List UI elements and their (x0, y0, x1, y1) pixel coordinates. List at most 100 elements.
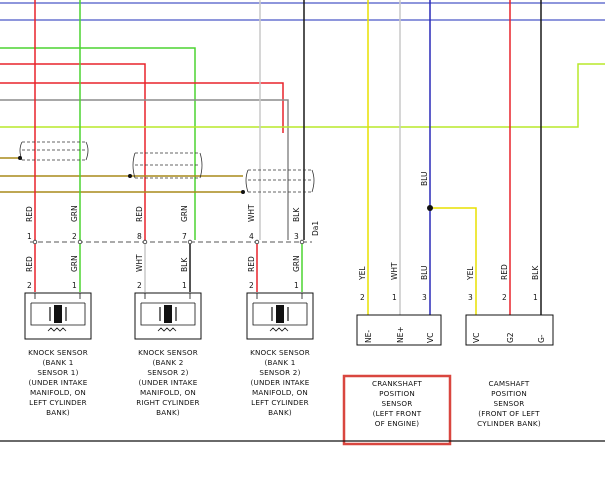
sensor-caption-line: (UNDER INTAKE (251, 378, 310, 387)
wire-color-label: RED (135, 206, 144, 222)
wire-color-label: RED (247, 256, 256, 272)
piezo-element-icon (164, 305, 172, 323)
wire-color-label: BLK (292, 207, 301, 222)
sensor-caption-line: (LEFT FRONT (373, 409, 422, 418)
pin-number: 2 (502, 293, 507, 302)
terminal-label: G- (537, 334, 546, 343)
connector-pin (77, 239, 83, 245)
sensor-caption-line: MANIFOLD, ON (252, 388, 308, 397)
shield-symbol-2 (132, 152, 203, 179)
pin-number: 3 (422, 293, 427, 302)
pin-number: 1 (294, 281, 299, 290)
sensor-caption-line: (BANK 1 (265, 358, 296, 367)
connector-pin (187, 239, 193, 245)
pin-number: 1 (27, 232, 32, 241)
red-wire-long (0, 82, 284, 133)
red-wire-ks2 (0, 63, 146, 240)
shield-symbol-3 (245, 169, 315, 193)
wire-color-label: BLK (531, 265, 540, 280)
wire-color-label: GRN (292, 255, 301, 272)
wire-color-label: RED (25, 256, 34, 272)
sensor-internal-lines (252, 293, 308, 326)
sensor-caption-line: (BANK 2 (153, 358, 184, 367)
capacitor-plates-icon (49, 307, 67, 321)
connector-pin (142, 239, 148, 245)
pin-number: 8 (137, 232, 142, 241)
cam-top-blu-label: BLU (420, 172, 429, 186)
wire-color-label: WHT (247, 204, 256, 222)
wire-color-label: BLU (420, 266, 429, 280)
resistor-icon (157, 327, 177, 332)
piezo-element-icon (54, 305, 62, 323)
sensor-caption-line: SENSOR (494, 399, 525, 408)
sensor-caption-line: MANIFOLD, ON (140, 388, 196, 397)
pin-number: 3 (468, 293, 473, 302)
wire-color-label: YEL (466, 266, 475, 281)
terminal-label: NE- (364, 330, 373, 343)
pin-number: 1 (182, 281, 187, 290)
pin-number: 2 (360, 293, 365, 302)
sensor-caption-line: LEFT CYLINDER (251, 398, 309, 407)
cam-yellow-wire (430, 207, 477, 315)
connector-pin (299, 239, 305, 245)
sensor-internal-lines (140, 293, 196, 326)
resistor-icon (269, 327, 289, 332)
pin-number: 1 (533, 293, 538, 302)
lime-wire (0, 63, 605, 128)
splice-dot (427, 205, 433, 211)
sensor-caption-line: MANIFOLD, ON (30, 388, 86, 397)
wire-color-label: RED (25, 206, 34, 222)
wire-color-label: GRN (180, 205, 189, 222)
sensor-caption-line: RIGHT CYLINDER (136, 398, 199, 407)
gray-wire (0, 99, 289, 240)
connector-pin (32, 239, 38, 245)
shield-ground-dot-3 (241, 190, 245, 194)
highlight-box (342, 374, 452, 446)
sensor-caption-line: SENSOR (382, 399, 413, 408)
sensor-internal-lines (30, 293, 86, 326)
capacitor-plates-icon (159, 307, 177, 321)
pin-number: 2 (249, 281, 254, 290)
terminal-label: VC (472, 333, 481, 343)
wire-color-label: GRN (70, 205, 79, 222)
shield-ground-dot-2 (128, 174, 132, 178)
sensor-caption-line: (UNDER INTAKE (29, 378, 88, 387)
pin-number: 3 (294, 232, 299, 241)
shield-symbol-1 (19, 141, 89, 161)
connector-label: Da1 (311, 221, 320, 236)
sensor-caption-line: POSITION (491, 389, 527, 398)
sensor-caption-line: CYLINDER BANK) (477, 419, 541, 428)
sensor-caption-line: SENSOR 2) (259, 368, 300, 377)
pin-number: 1 (392, 293, 397, 302)
sensor-caption-line: BANK) (268, 408, 292, 417)
wire-color-label: WHT (135, 254, 144, 272)
sensor-caption-line: SENSOR 1) (37, 368, 78, 377)
sensor-caption-line: (BANK 1 (43, 358, 74, 367)
sensor-body (356, 314, 442, 346)
sensor-caption-line: CAMSHAFT (488, 379, 529, 388)
wire-color-label: GRN (70, 255, 79, 272)
wire-color-label: BLK (180, 257, 189, 272)
sensor-body (465, 314, 554, 346)
sensor-caption-line: KNOCK SENSOR (250, 348, 310, 357)
wire-color-label: YEL (358, 266, 367, 281)
sensor-caption-line: BANK) (46, 408, 70, 417)
capacitor-plates-icon (271, 307, 289, 321)
terminal-label: VC (426, 333, 435, 343)
pin-number: 2 (27, 281, 32, 290)
shield-ground-dot-1 (18, 156, 22, 160)
crankshaft-sensor: YEL2WHT1BLU3NE-NE+VCCRANKSHAFTPOSITIONSE… (342, 262, 452, 446)
sensor-caption-line: (FRONT OF LEFT (478, 409, 540, 418)
sensor-caption-line: POSITION (379, 389, 415, 398)
sensor-caption-line: CRANKSHAFT (372, 379, 422, 388)
pin-number: 2 (72, 232, 77, 241)
terminal-label: G2 (506, 332, 515, 343)
connector-pin (254, 239, 260, 245)
